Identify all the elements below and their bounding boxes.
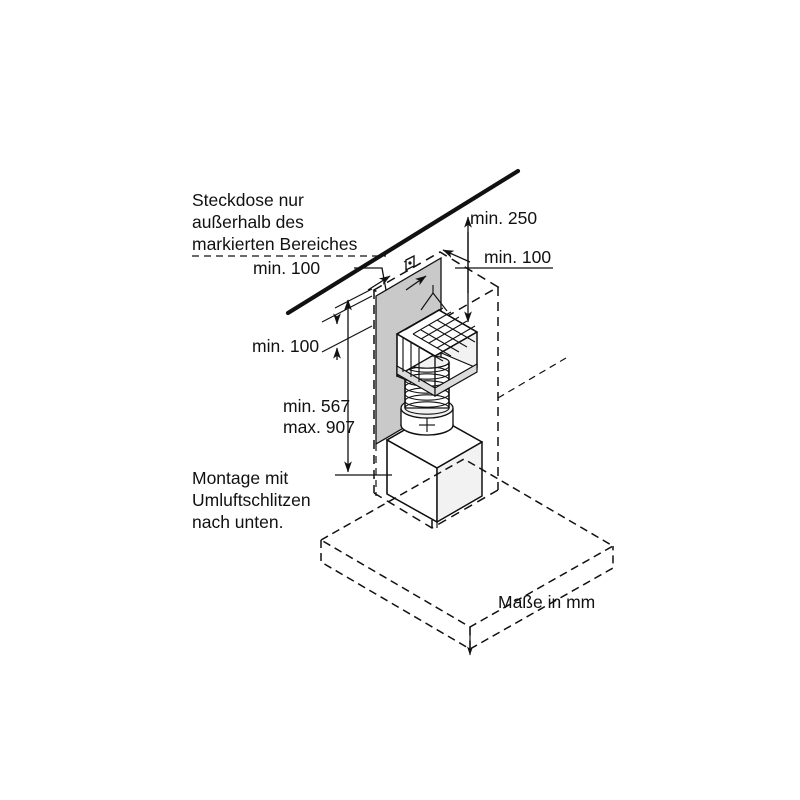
dim-label-height-max: max. 907	[283, 417, 355, 437]
dim-label-wall-clearance: min. 100	[252, 336, 319, 356]
recirculation-filter-cassette	[395, 285, 479, 398]
dim-label-side-clearance-right: min. 100	[484, 247, 551, 267]
ceiling-line	[285, 168, 521, 316]
mounting-note-line-2: Umluftschlitzen	[192, 490, 311, 510]
mounting-note: Montage mit Umluftschlitzen nach unten.	[192, 468, 311, 532]
socket-note: Steckdose nur außerhalb des markierten B…	[192, 190, 386, 257]
corrugated-flex-duct	[400, 355, 454, 436]
dimension-side-clearance-left: min. 100	[253, 258, 427, 291]
dim-label-side-clearance-left: min. 100	[253, 258, 320, 278]
dimension-side-clearance-right: min. 100	[442, 247, 553, 269]
hob-countertop-outline	[319, 458, 615, 656]
dim-label-height-min: min. 567	[283, 396, 350, 416]
units-caption-text: Maße in mm	[498, 592, 595, 612]
dimension-height-range: min. 567 max. 907	[283, 288, 392, 476]
socket-note-line-1: Steckdose nur	[192, 190, 304, 210]
dimension-ceiling-clearance: min. 250	[464, 208, 537, 323]
units-caption: Maße in mm	[498, 592, 595, 612]
power-socket-symbol	[403, 254, 415, 272]
mounting-note-line-3: nach unten.	[192, 512, 283, 532]
mounting-note-line-1: Montage mit	[192, 468, 288, 488]
socket-note-line-3: markierten Bereiches	[192, 234, 358, 254]
socket-note-line-2: außerhalb des	[192, 212, 304, 232]
dimension-wall-clearance: min. 100	[252, 295, 373, 360]
dim-label-ceiling-clearance: min. 250	[470, 208, 537, 228]
